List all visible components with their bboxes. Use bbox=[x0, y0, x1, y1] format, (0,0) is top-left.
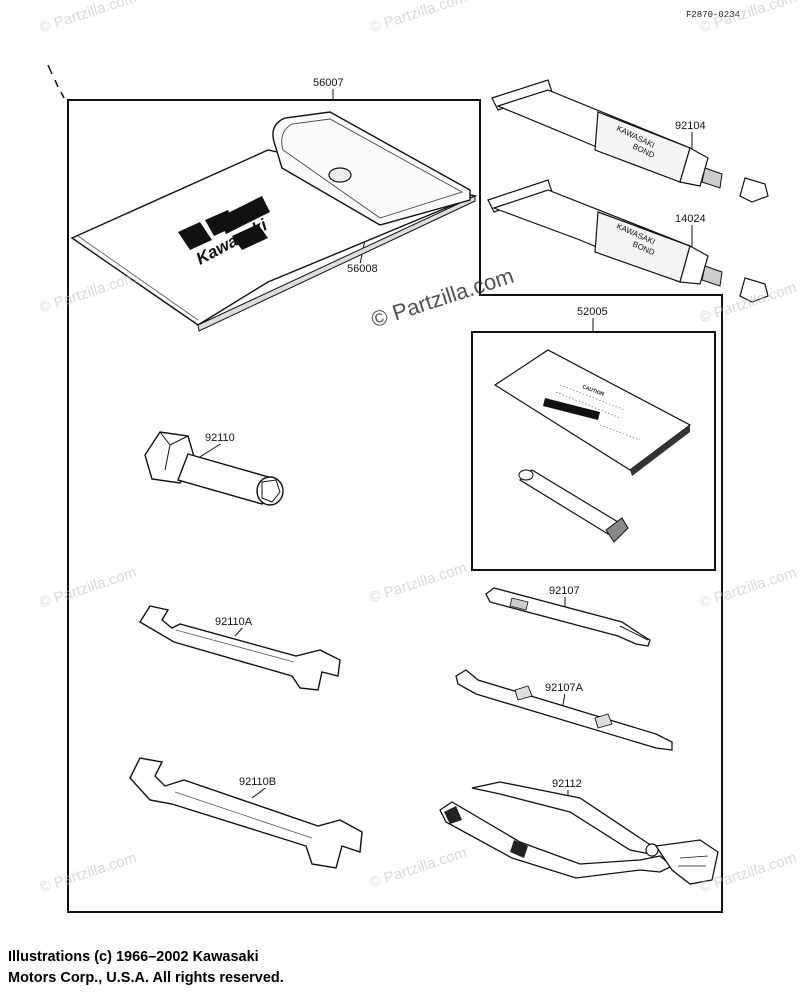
screwdriver-handle bbox=[518, 469, 629, 543]
owner-manual-box bbox=[471, 331, 716, 571]
part-label-56008: 56008 bbox=[346, 263, 379, 275]
copyright-notice: Illustrations (c) 1966–2002 Kawasaki Mot… bbox=[8, 947, 528, 989]
kit-pointer-dashes bbox=[47, 64, 65, 99]
part-label-52005: 52005 bbox=[576, 306, 609, 318]
pliers bbox=[439, 781, 719, 885]
part-label-56007: 56007 bbox=[312, 77, 345, 89]
reference-code: F2870-0234 bbox=[686, 10, 741, 20]
copyright-line-2: Motors Corp., U.S.A. All rights reserved… bbox=[8, 970, 284, 986]
kit-outline bbox=[67, 99, 723, 913]
part-label-92110A: 92110A bbox=[214, 616, 254, 628]
part-label-14024: 14024 bbox=[674, 213, 707, 225]
part-label-92110B: 92110B bbox=[238, 776, 278, 788]
part-label-92107A: 92107A bbox=[544, 682, 584, 694]
screwdriver-92107a bbox=[455, 669, 673, 751]
bond-tube-lower: KAWASAKI BOND bbox=[487, 179, 769, 303]
part-label-92110: 92110 bbox=[204, 432, 236, 444]
screwdriver-92107 bbox=[485, 587, 651, 647]
part-label-92107: 92107 bbox=[548, 585, 581, 597]
open-end-wrench-b bbox=[129, 757, 363, 869]
kawasaki-logo bbox=[178, 196, 270, 250]
open-end-wrench-a bbox=[139, 605, 341, 691]
part-label-92104: 92104 bbox=[674, 120, 707, 132]
copyright-line-1: Illustrations (c) 1966–2002 Kawasaki bbox=[8, 949, 259, 965]
part-label-92112: 92112 bbox=[551, 778, 583, 790]
bond-tube-upper: KAWASAKI BOND bbox=[491, 79, 769, 203]
tool-bag: Kawasaki bbox=[70, 111, 478, 332]
spark-plug-wrench bbox=[144, 431, 284, 506]
caution-card: CAUTION bbox=[493, 349, 692, 476]
